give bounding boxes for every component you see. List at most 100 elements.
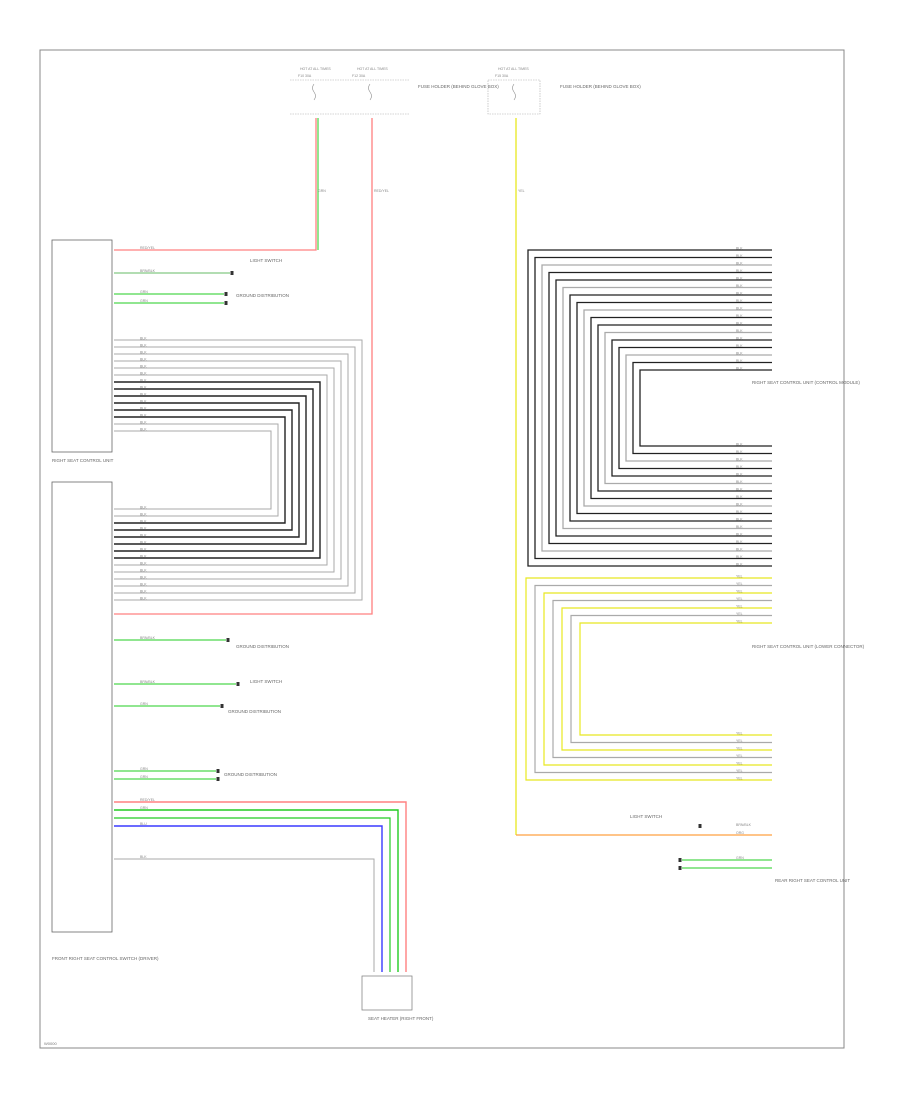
wire-label-bundle-mid-b-3: YEL <box>736 754 743 758</box>
wire-bundle-right-10 <box>597 324 772 492</box>
fuse-box-1: HOT AT ALL TIMES F10 30A FUSE HOLDER (BE… <box>290 67 499 115</box>
wire-label-br-4: ORG <box>736 831 744 835</box>
wire-label-bundle-right-a-3: BLK <box>736 269 743 273</box>
wire-label-bundle-right-a-5: BLK <box>736 284 743 288</box>
right-bottom-unit-label: REAR RIGHT SEAT CONTROL UNIT <box>775 878 850 883</box>
wire-bundle-left-8 <box>114 395 307 545</box>
wire-label-upper-brown: BRN/BLK <box>140 269 156 273</box>
wire-label-br-3: BRN/BLK <box>736 823 752 827</box>
fuse-title-1: HOT AT ALL TIMES <box>300 67 331 71</box>
wire-label-bundle-right-a-15: BLK <box>736 359 743 363</box>
wire-label-bundle-right-a-1: BLK <box>736 254 743 258</box>
wire-label-bundle-right-a-2: BLK <box>736 262 743 266</box>
wire-label-bundle-right-b-13: BLK <box>736 465 743 469</box>
wire-bundle-left-13 <box>114 430 272 510</box>
wire-label-bundle-right-b-7: BLK <box>736 510 743 514</box>
wire-fuse1-red <box>114 118 317 251</box>
pin-br-1 <box>678 858 682 862</box>
wire-label-bundle-left-a-12: BLK <box>140 421 147 425</box>
wire-label-bundle-left-a-0: BLK <box>140 337 147 341</box>
wire-label-bundle-left-b-7: BLK <box>140 548 147 552</box>
wire-label-bundle-mid-a-4: YEL <box>736 605 743 609</box>
wire-label-bundle-right-b-4: BLK <box>736 533 743 537</box>
wire-label-fuse3: YEL <box>518 189 525 193</box>
pin-lower-2 <box>236 682 240 686</box>
seat-heater-label: SEAT HEATER (RIGHT FRONT) <box>368 1016 434 1021</box>
wire-label-bundle-mid-a-1: YEL <box>736 582 743 586</box>
wire-bundle-left-3 <box>114 360 342 580</box>
wire-label-upper-green-2: GRN <box>140 290 148 294</box>
wire-label-bundle-left-a-6: BLK <box>140 379 147 383</box>
wire-heater-green <box>114 809 399 972</box>
wire-label-bundle-right-a-7: BLK <box>736 299 743 303</box>
wire-bundle-mid-4 <box>561 607 772 751</box>
wire-label-fuse2: RED/YEL <box>374 189 389 193</box>
wire-bundle-right-1 <box>534 256 772 560</box>
wire-label-bundle-right-b-11: BLK <box>736 480 743 484</box>
wire-label-bundle-right-b-2: BLK <box>736 548 743 552</box>
wire-bundle-right-5 <box>562 286 772 530</box>
pin-lower-5 <box>216 777 220 781</box>
wire-bundle-left-4 <box>114 367 335 573</box>
wire-bundle-right-16 <box>639 369 772 447</box>
wire-label-bundle-mid-a-2: YEL <box>736 590 743 594</box>
wire-label-bundle-mid-b-2: YEL <box>736 762 743 766</box>
wire-bundle-right-12 <box>611 339 772 477</box>
wire-label-bundle-mid-b-6: YEL <box>736 732 743 736</box>
wire-label-bundle-right-b-12: BLK <box>736 473 743 477</box>
wire-label-bundle-left-b-0: BLK <box>140 597 147 601</box>
fuse-caption-3: FUSE HOLDER (BEHIND GLOVE BOX) <box>560 84 641 89</box>
wire-label-bundle-left-b-12: BLK <box>140 513 147 517</box>
wire-bundle-right-7 <box>576 301 772 515</box>
wire-bundle-right-13 <box>618 346 772 470</box>
wire-heater-blue <box>114 825 383 972</box>
wire-label-bundle-right-b-5: BLK <box>736 525 743 529</box>
wire-label-heater-green: GRN <box>140 806 148 810</box>
wire-bundle-mid-1 <box>534 584 772 774</box>
wire-label-bundle-left-b-4: BLK <box>140 569 147 573</box>
wire-label-bundle-right-b-15: BLK <box>736 450 743 454</box>
fuse-box-2: HOT AT ALL TIMES F12 30A <box>352 67 388 101</box>
left-lower-unit-label: FRONT RIGHT SEAT CONTROL SWITCH (DRIVER) <box>52 956 159 961</box>
wire-bundle-left-11 <box>114 416 286 524</box>
wire-label-bundle-left-a-9: BLK <box>140 400 147 404</box>
wire-label-bundle-left-b-2: BLK <box>140 583 147 587</box>
wire-label-bundle-mid-a-3: YEL <box>736 597 743 601</box>
ground-label-3: GROUND DISTRIBUTION <box>236 644 289 649</box>
wire-heater-green-2 <box>114 817 391 972</box>
wire-label-lower-2: BRN/BLK <box>140 680 156 684</box>
wire-bundle-left-1 <box>114 346 356 594</box>
wire-label-bundle-right-a-0: BLK <box>736 247 743 251</box>
wire-label-heater-blue: BLU <box>140 822 147 826</box>
wire-bundle-right-15 <box>632 361 772 455</box>
wire-label-bundle-right-a-11: BLK <box>736 329 743 333</box>
left-upper-unit <box>51 239 113 453</box>
wire-label-bundle-left-a-10: BLK <box>140 407 147 411</box>
fuse-title-2: HOT AT ALL TIMES <box>357 67 388 71</box>
wire-label-bundle-right-b-1: BLK <box>736 555 743 559</box>
wire-bundle-mid-5 <box>570 614 772 744</box>
wire-label-bundle-mid-a-6: YEL <box>736 620 743 624</box>
wire-label-bundle-left-b-3: BLK <box>140 576 147 580</box>
ground-label-4: LIGHT SWITCH <box>250 679 282 684</box>
wire-bundle-left-0 <box>114 339 363 601</box>
wire-heater-gray <box>114 858 375 972</box>
wire-label-bundle-right-b-0: BLK <box>736 563 743 567</box>
wire-label-bundle-right-a-12: BLK <box>736 337 743 341</box>
wire-label-bundle-right-b-9: BLK <box>736 495 743 499</box>
pin-lower-1 <box>226 638 230 642</box>
wire-bundle-left-6 <box>114 381 321 559</box>
ground-label-1: GROUND DISTRIBUTION <box>236 293 289 298</box>
wire-bundle-right-9 <box>590 316 772 500</box>
wire-label-bundle-right-a-9: BLK <box>736 314 743 318</box>
wire-bundle-right-3 <box>548 271 772 545</box>
wire-label-bundle-left-b-6: BLK <box>140 555 147 559</box>
wire-label-lower-1: BRN/BLK <box>140 636 156 640</box>
wire-label-bundle-left-b-13: BLK <box>140 506 147 510</box>
wire-fuse2-red <box>114 118 373 615</box>
wire-label-upper-red: RED/YEL <box>140 246 155 250</box>
fuse-title-3: HOT AT ALL TIMES <box>498 67 529 71</box>
wire-label-bundle-left-a-7: BLK <box>140 386 147 390</box>
fuse-rating-3: F15 30A <box>495 74 509 78</box>
